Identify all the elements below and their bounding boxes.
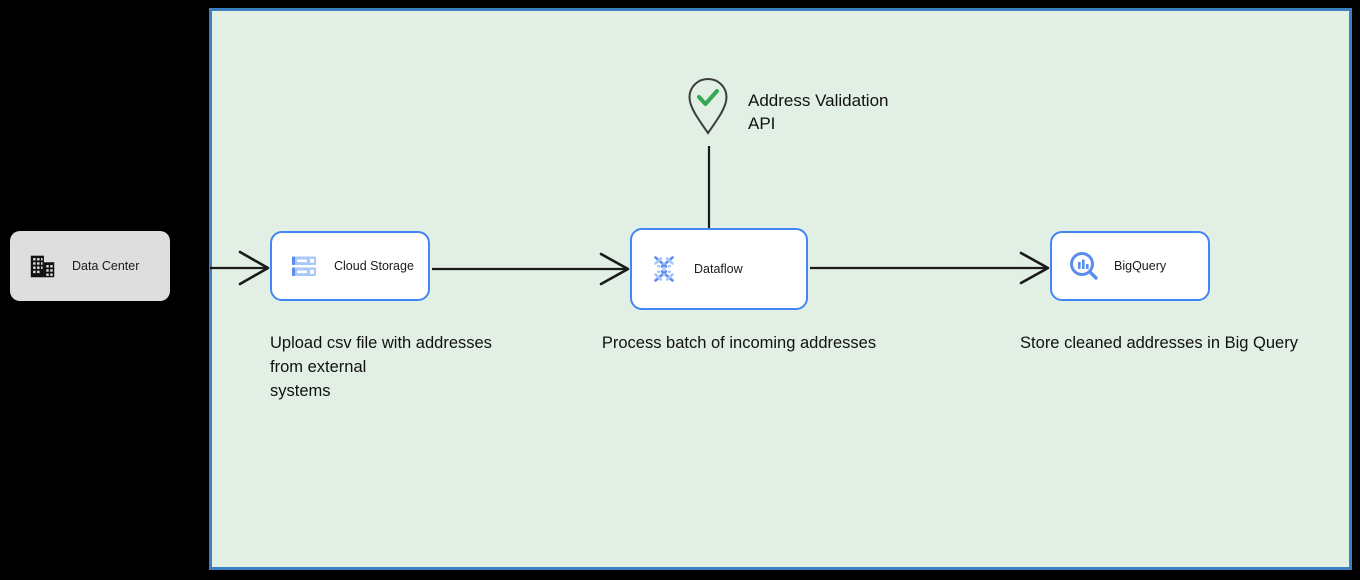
office-building-icon: [30, 255, 55, 278]
datacenter-label: Data Center: [72, 259, 140, 273]
datacenter-node[interactable]: Data Center: [10, 231, 170, 301]
api-label: Address Validation API: [748, 91, 889, 133]
node-bigquery[interactable]: BigQuery: [1050, 231, 1210, 301]
cloud-storage-icon: [292, 256, 316, 276]
node-dataflow[interactable]: Dataflow: [630, 228, 808, 310]
bigquery-icon: [1070, 252, 1098, 280]
map-pin-check-icon: [688, 77, 728, 135]
caption-bigquery: Store cleaned addresses in Big Query: [1020, 334, 1298, 352]
node-bigquery-label: BigQuery: [1114, 259, 1167, 273]
caption-cloud-storage: Upload csv file with addresses from exte…: [270, 334, 492, 400]
caption-dataflow: Process batch of incoming addresses: [601, 334, 877, 352]
dataflow-icon: [654, 256, 674, 282]
node-cloud-storage-label: Cloud Storage: [334, 259, 414, 273]
node-cloud-storage[interactable]: Cloud Storage: [270, 231, 430, 301]
node-dataflow-label: Dataflow: [694, 262, 743, 276]
